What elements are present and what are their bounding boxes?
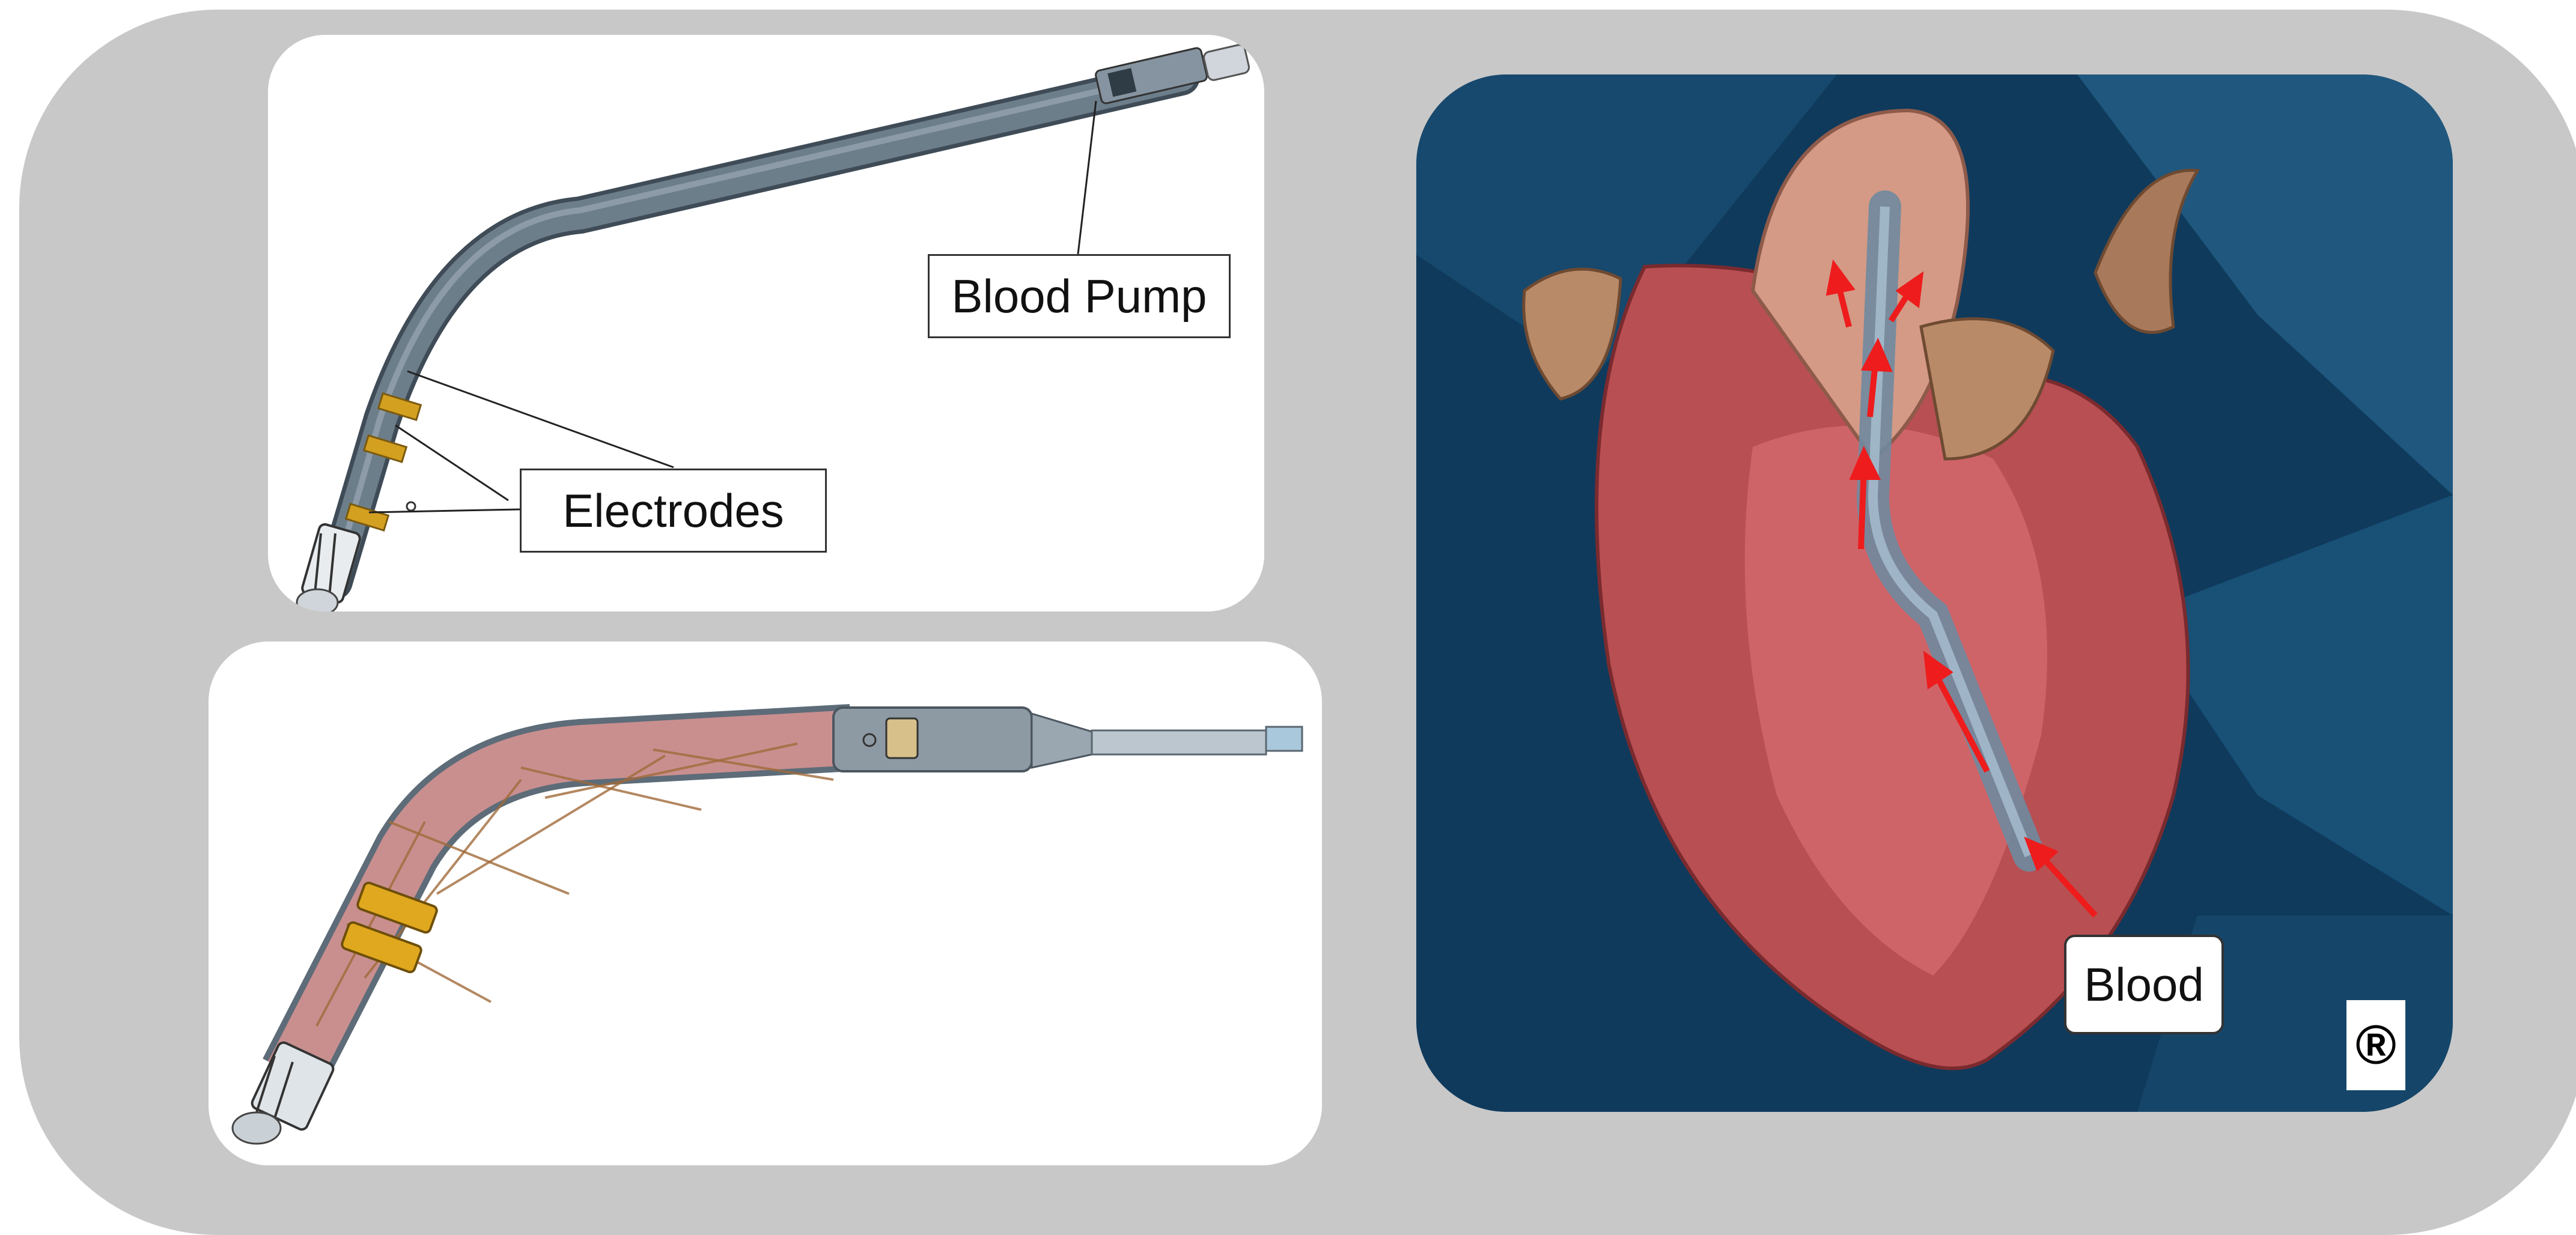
shaft-end [1266,727,1302,751]
pulmonary-vessel [2095,170,2197,332]
registered-trademark-icon: ® [2346,1000,2405,1090]
blood-pump-label: Blood Pump [928,254,1231,338]
catheter-distal-tip [1202,44,1250,82]
catheter-cutaway-render [209,642,1322,1165]
blood-label: Blood [2064,935,2224,1034]
electrodes-label: Electrodes [520,469,827,553]
inlet-tip [233,1112,281,1144]
electrode-leader-line [407,371,674,467]
pump-taper [1032,714,1092,768]
catheter-cutaway-card [209,642,1322,1165]
heart-illustration [1416,74,2453,1112]
heart-illustration-card [1416,74,2453,1112]
electrode-leader-line [395,425,508,500]
blood-pump-leader-line [1078,101,1096,254]
pump-impeller-window [886,718,918,758]
electrode-leader-line [369,509,520,512]
inlet-tip [297,589,338,611]
sensor-port [407,502,415,511]
catheter-shaft [1092,730,1266,754]
